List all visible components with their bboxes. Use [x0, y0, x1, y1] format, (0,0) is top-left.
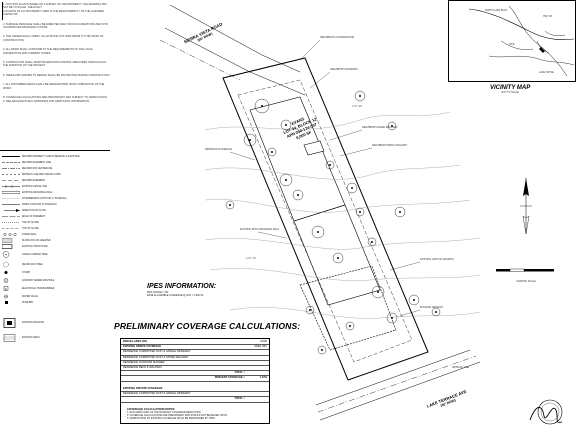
- coverage-note: 1. EXCLUDES 100% OF THE ROADWAY COVERAGE…: [127, 411, 201, 414]
- svg-text:NORTH LAKE BLVD: NORTH LAKE BLVD: [485, 9, 507, 12]
- property-boundary: [222, 57, 429, 381]
- svg-text:NEIGHBOR'S PAVED WALKWAY: NEIGHBOR'S PAVED WALKWAY: [362, 126, 398, 129]
- legend-label: RECORD EASEMENT LINE: [22, 161, 51, 164]
- vicinity-map-title: VICINITY MAP: [490, 85, 531, 91]
- legend-label: STUMP: [22, 271, 31, 274]
- svg-text:BUILDING SETBACK: BUILDING SETBACK: [420, 306, 444, 309]
- legend-label: ELECTRICAL TRANSFORMER: [22, 287, 55, 290]
- note-line: LOCATION OF ALL BOUNDARY LINES IS THE RE…: [3, 9, 104, 17]
- row-value: 9,000: [260, 340, 268, 344]
- coverage-table: PARCEL AREA (SF) 9,000 EXISTING ONSITE CO…: [120, 338, 270, 424]
- legend-label: EXISTING RETAINING WALL: [22, 191, 53, 194]
- note-line: 6. TREES AND SHRUBS TO REMAIN SHALL BE P…: [3, 73, 111, 77]
- legend-label: SANITARY SEWER MANHOLE: [22, 279, 55, 282]
- legend-label: RECORD EASEMENT: [22, 179, 46, 182]
- legend-label: RECORD R/W CENTERLINE: [22, 167, 53, 170]
- svg-text:E: E: [5, 288, 7, 291]
- legend-label: WATER VALVE: [22, 295, 38, 298]
- coverage-notes-title: COVERAGE CALCULATION NOTES:: [127, 407, 176, 411]
- legend-label: EXISTING DECK: [22, 337, 40, 339]
- adjacent-lot-label: LOT 95: [352, 104, 362, 108]
- adjacent-lot-label: LOT 93: [246, 256, 256, 260]
- legend-label: EXISTING BUILDING: [22, 322, 45, 324]
- legend-label: TOE OF SLOPE: [22, 221, 39, 224]
- road-sierra-vista: [159, 4, 306, 96]
- note-line: 2. SURFACE DRAINAGE SHALL BE DIRECTED AW…: [3, 22, 108, 30]
- svg-text:NEIGHBOR'S BRICK WALKWAY: NEIGHBOR'S BRICK WALKWAY: [372, 144, 408, 147]
- note-line: 5. CONTRACTOR SHALL MAINTAIN EROSION CON…: [3, 61, 107, 68]
- svg-text:EXISTING ROCK RETAINING WALL: EXISTING ROCK RETAINING WALL: [240, 228, 280, 231]
- svg-text:HWY 28: HWY 28: [543, 15, 553, 18]
- legend-label: DECIDUOUS TREE: [22, 263, 43, 266]
- road-lake-terrace: [315, 349, 481, 421]
- row-label: RESIDENCE DECK & WALKWAY: [123, 366, 163, 370]
- vicinity-title: VICINITY MAP NOT TO SCALE: [490, 85, 530, 94]
- svg-text:S: S: [5, 280, 7, 283]
- scale-bar: [496, 268, 554, 272]
- legend-label: RECORD PROPERTY LINE W/ BEARING & DISTAN…: [22, 155, 80, 158]
- legend-label: INTERMEDIATE CONTOUR (1' INTERVAL): [22, 197, 67, 200]
- ipes-line: BASE ALLOWABLE COVERAGE @ 20% = 1,800 SF: [147, 294, 204, 297]
- legend-label: HOSE BIB: [22, 301, 33, 304]
- row-label: RESIDENCE COMPACTED SOFT & STONE WALKWAY: [123, 355, 189, 359]
- legend-label: EDGE OF PAVEMENT: [22, 215, 46, 218]
- legend-label: INDEX CONTOUR (5' INTERVAL): [22, 203, 57, 206]
- vicinity-map: NORTH LAKE BLVD HWY 28 SITE LAKE TAHOE: [448, 0, 576, 82]
- row-value: 1.72%: [259, 376, 267, 380]
- graphic-scale: GRAPHIC SCALE: [494, 262, 558, 283]
- row-label: RESIDENCE OUTDOOR SHOWER: [123, 360, 165, 364]
- coverage-title-text: PRELIMINARY COVERAGE CALCULATIONS:: [114, 321, 301, 331]
- svg-text:IMPERVIOUS SURFACE: IMPERVIOUS SURFACE: [205, 148, 232, 151]
- note-line: 9. SEE ARCHITECTURAL DRAWINGS FOR ADDITI…: [3, 99, 90, 103]
- legend-label: SETBACK LINE PER ZONING CODE: [22, 173, 61, 176]
- legend-label: EXISTING STRUCTURE: [22, 245, 48, 248]
- coverage-note: 3. VERIFICATION OF EXISTING COVERAGE SHA…: [127, 417, 216, 420]
- trees: [225, 90, 441, 355]
- ipes-line: IPES SCORE = 794: [147, 291, 169, 294]
- svg-text:NEIGHBOR'S CONCRETE PAD: NEIGHBOR'S CONCRETE PAD: [320, 36, 355, 39]
- note-line: 1. THIS SITE PLAN IS BASED ON A SURVEY O…: [3, 3, 108, 10]
- svg-text:SETBACK LINE: SETBACK LINE: [452, 366, 470, 369]
- vicinity-map-scale: NOT TO SCALE: [501, 91, 519, 94]
- structures: [249, 96, 397, 351]
- row-label: TOTAL =: [234, 371, 245, 375]
- ipes-section: IPES INFORMATION: IPES SCORE = 794 BASE …: [147, 283, 257, 297]
- contours: [204, 111, 481, 319]
- row-label: PERCENT COVERAGE =: [214, 376, 245, 380]
- legend-label: SLOPE 30% OR GREATER: [22, 239, 51, 242]
- notes-block: 1. THIS SITE PLAN IS BASED ON A SURVEY O…: [3, 3, 111, 103]
- legend-label: LARGE CONIFER TREE: [22, 253, 48, 256]
- row-label: PARCEL AREA (SF): [123, 340, 148, 344]
- row-label: EXISTING ONSITE COVERAGE: [123, 345, 162, 349]
- stamp-seal: [529, 399, 563, 425]
- svg-text:SITE: SITE: [509, 43, 515, 46]
- note-line: 8. COVERAGE CALCULATIONS ARE PRELIMINARY…: [3, 96, 108, 100]
- general-notes: [2, 2, 112, 122]
- coverage-title: PRELIMINARY COVERAGE CALCULATIONS:: [114, 321, 314, 331]
- row-label: RESIDENCE COMPACTED SOFT & GRAVEL DRIVEW…: [123, 392, 191, 396]
- vicinity-drawing: NORTH LAKE BLVD HWY 28 SITE LAKE TAHOE: [468, 5, 575, 77]
- note-line: 3. THE OWNER SHALL VERIFY ALL EXISTING U…: [3, 35, 104, 42]
- note-line: 7. ALL DISTURBED AREAS SHALL BE REVEGETA…: [3, 83, 105, 90]
- legend-label: STONE WALL: [22, 233, 37, 236]
- row-label: RESIDENCE COMPACTED SOFT & GRAVEL DRIVEW…: [123, 350, 191, 354]
- coverage-note: 2. COVERAGE CALCULATIONS ARE PRELIMINARY…: [127, 414, 228, 417]
- legend-label: EXISTING FENCE LINE: [22, 185, 47, 188]
- north-arrow-icon: [520, 178, 532, 235]
- svg-text:LAKE TAHOE: LAKE TAHOE: [539, 71, 554, 74]
- legend: RECORD PROPERTY LINE W/ BEARING & DISTAN…: [0, 150, 110, 350]
- legend-label: DIRECTION OF FLOW: [22, 209, 46, 212]
- note-line: 4. ALL WORK SHALL CONFORM TO THE REQUIRE…: [3, 48, 94, 55]
- graphic-scale-label: GRAPHIC SCALE: [516, 280, 536, 283]
- offsite-title: EXISTING OFFSITE COVERAGE: [123, 387, 163, 391]
- ipes-title: IPES INFORMATION:: [147, 283, 217, 290]
- legend-label: TOP OF SLOPE: [22, 227, 39, 230]
- callout-leaders: [229, 39, 421, 317]
- row-value: AREA (SF): [254, 345, 267, 349]
- svg-text:NEIGHBOR'S DRIVEWAY: NEIGHBOR'S DRIVEWAY: [330, 68, 358, 71]
- svg-text:EXISTING LIMIT OF GRADING: EXISTING LIMIT OF GRADING: [420, 258, 454, 261]
- row-label: TOTAL =: [234, 397, 245, 401]
